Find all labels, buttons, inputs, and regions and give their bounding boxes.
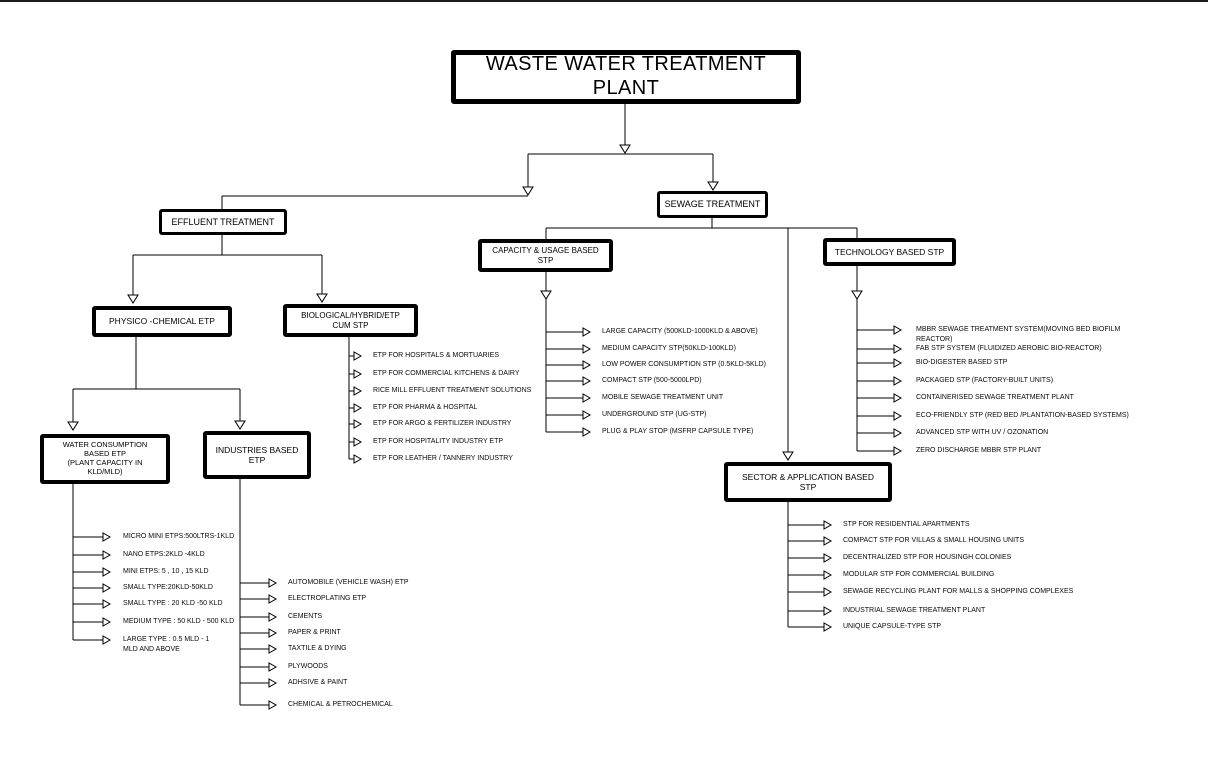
- node-effluent-treatment: EFFLUENT TREATMENT: [159, 209, 287, 235]
- list-item: PACKAGED STP (FACTORY-BUILT UNITS): [916, 377, 1054, 384]
- list-item: ETP FOR ARGO & FERTILIZER INDUSTRY: [373, 420, 512, 427]
- list-item: BIO-DIGESTER BASED STP: [916, 359, 1008, 366]
- list-item: COMPACT STP (500-5000LPD): [602, 377, 702, 384]
- list-item: LARGE TYPE : 0.5 MLD - 1 MLD AND ABOVE: [123, 636, 210, 653]
- list-item: ADVANCED STP WITH UV / OZONATION: [916, 429, 1049, 436]
- node-waste-water-treatment-plant: WASTE WATER TREATMENT PLANT: [451, 50, 801, 104]
- list-item: ECO-FRIENDLY STP (RED BED /PLANTATION-BA…: [916, 412, 1129, 419]
- list-item: SEWAGE RECYCLING PLANT FOR MALLS & SHOPP…: [843, 588, 1074, 595]
- node-water-consumption-based-etp: WATER CONSUMPTION BASED ETP (PLANT CAPAC…: [40, 434, 170, 484]
- list-item: CONTAINERISED SEWAGE TREATMENT PLANT: [916, 394, 1074, 401]
- list-item: MEDIUM TYPE : 50 KLD - 500 KLD: [123, 618, 235, 625]
- node-capacity-usage-based-stp: CAPACITY & USAGE BASED STP: [478, 239, 613, 272]
- list-item: TAXTILE & DYING: [288, 645, 347, 652]
- list-item: LOW POWER CONSUMPTION STP (0.5KLD-5KLD): [602, 361, 767, 368]
- node-technology-based-stp: TECHNOLOGY BASED STP: [823, 238, 956, 266]
- list-item: ETP FOR LEATHER / TANNERY INDUSTRY: [373, 455, 513, 462]
- list-item: CEMENTS: [288, 613, 323, 620]
- top-border-line: [0, 0, 1208, 2]
- list-item: NANO ETPS:2KLD -4KLD: [123, 551, 205, 558]
- list-item: CHEMICAL & PETROCHEMICAL: [288, 701, 393, 708]
- node-sewage-treatment: SEWAGE TREATMENT: [657, 191, 768, 218]
- list-item: MOBILE SEWAGE TREATMENT UNIT: [602, 394, 724, 401]
- list-item: MINI ETPS: 5 , 10 , 15 KLD: [123, 568, 209, 575]
- list-item: RICE MILL EFFLUENT TREATMENT SOLUTIONS: [373, 387, 532, 394]
- list-item: INDUSTRIAL SEWAGE TREATMENT PLANT: [843, 607, 986, 614]
- list-item: PAPER & PRINT: [288, 629, 341, 636]
- list-item: COMPACT STP FOR VILLAS & SMALL HOUSING U…: [843, 537, 1025, 544]
- list-item: UNIQUE CAPSULE-TYPE STP: [843, 623, 942, 630]
- list-item: ETP FOR HOSPITALS & MORTUARIES: [373, 352, 500, 359]
- list-item: ELECTROPLATING ETP: [288, 595, 367, 602]
- list-item: PLUG & PLAY STOP (MSFRP CAPSULE TYPE): [602, 428, 754, 435]
- list-item: ADHSIVE & PAINT: [288, 679, 348, 686]
- list-item: MEDIUM CAPACITY STP(50KLD-100KLD): [602, 345, 736, 352]
- node-sector-application-based-stp: SECTOR & APPLICATION BASED STP: [724, 462, 892, 502]
- list-item: MICRO MINI ETPS:500LTRS-1KLD: [123, 533, 235, 540]
- list-item: FAB STP SYSTEM (FLUIDIZED AEROBIC BIO-RE…: [916, 345, 1102, 352]
- list-item: ETP FOR PHARMA & HOSPITAL: [373, 404, 478, 411]
- list-item: AUTOMOBILE (VEHICLE WASH) ETP: [288, 579, 409, 586]
- list-item: UNDERGROUND STP (UG-STP): [602, 411, 707, 418]
- list-item: DECENTRALIZED STP FOR HOUSINGH COLONIES: [843, 554, 1012, 561]
- list-item: ETP FOR COMMERCIAL KITCHENS & DAIRY: [373, 370, 520, 377]
- node-industries-based-etp: INDUSTRIES BASED ETP: [203, 431, 311, 479]
- list-item: MODULAR STP FOR COMMERCIAL BUILDING: [843, 571, 995, 578]
- list-item: ETP FOR HOSPITALITY INDUSTRY ETP: [373, 438, 504, 445]
- list-item: STP FOR RESIDENTIAL APARTMENTS: [843, 521, 970, 528]
- list-item: ZERO DISCHARGE MBBR STP PLANT: [916, 447, 1042, 454]
- node-biological-hybrid-etp-cum-stp: BIOLOGICAL/HYBRID/ETP CUM STP: [283, 304, 418, 337]
- node-physico-chemical-etp: PHYSICO -CHEMICAL ETP: [92, 306, 232, 337]
- list-item: SMALL TYPE : 20 KLD -50 KLD: [123, 600, 223, 607]
- list-item: LARGE CAPACITY (500KLD-1000KLD & ABOVE): [602, 328, 758, 335]
- list-item: SMALL TYPE:20KLD-50KLD: [123, 584, 213, 591]
- list-item: PLYWOODS: [288, 663, 328, 670]
- list-item: MBBR SEWAGE TREATMENT SYSTEM(MOVING BED …: [916, 326, 1121, 343]
